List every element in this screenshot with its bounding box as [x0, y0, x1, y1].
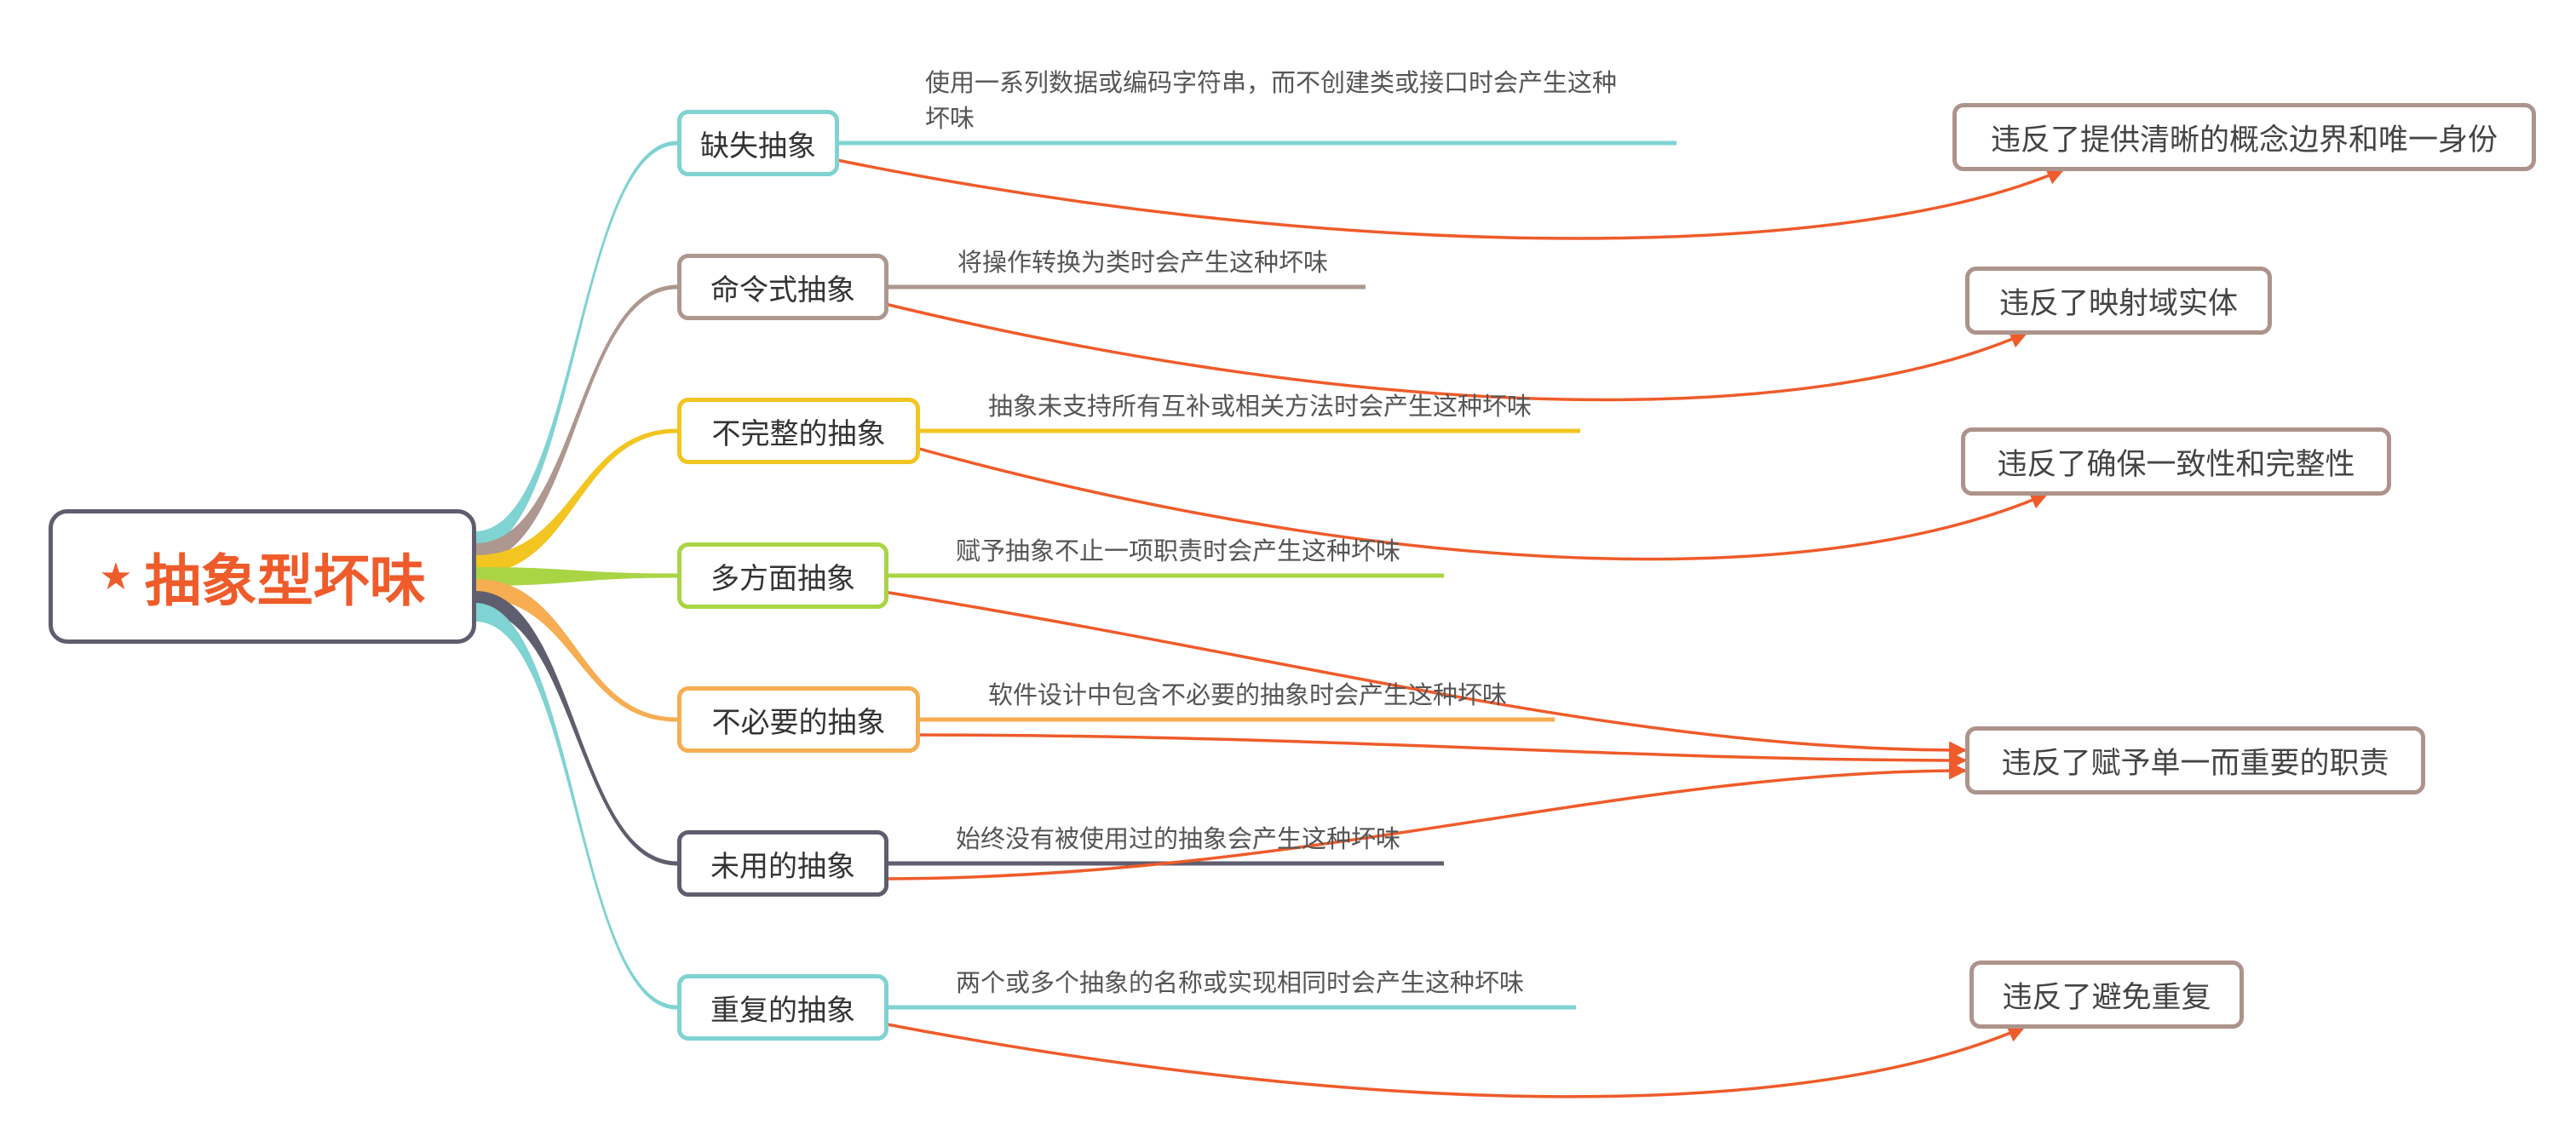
branch-3-label: 不完整的抽象 — [711, 416, 886, 451]
branch-7-description: 两个或多个抽象的名称或实现相同时会产生这种坏味 — [956, 965, 1524, 1001]
violation-3-node[interactable]: 违反了确保一致性和完整性 — [1961, 427, 2391, 496]
branch-2-description: 将操作转换为类时会产生这种坏味 — [957, 244, 1328, 280]
branch-5-label: 不必要的抽象 — [711, 705, 886, 740]
branch-4-description: 赋予抽象不止一项职责时会产生这种坏味 — [956, 533, 1400, 569]
branch-7-connector — [475, 603, 677, 1010]
relation-arrow — [828, 157, 2066, 240]
branch-4-description-line: 赋予抽象不止一项职责时会产生这种坏味 — [956, 536, 1401, 565]
relation-arrow — [877, 1021, 2027, 1098]
branch-7-description-line: 两个或多个抽象的名称或实现相同时会产生这种坏味 — [956, 968, 1525, 997]
violation-1-node[interactable]: 违反了提供清晰的概念边界和唯一身份 — [1952, 103, 2536, 171]
branch-7-label: 重复的抽象 — [710, 993, 855, 1028]
branch-5-description: 软件设计中包含不必要的抽象时会产生这种坏味 — [988, 677, 1507, 713]
violation-2-node[interactable]: 违反了映射域实体 — [1965, 267, 2272, 335]
branch-5-connector — [475, 579, 677, 722]
branch-1-description-line: 坏味 — [925, 104, 975, 133]
star-icon: ★ — [99, 554, 133, 599]
relation-arrow — [909, 444, 2049, 561]
branch-1-description: 使用一系列数据或编码字符串，而不创建类或接口时会产生这种坏味 — [925, 65, 1617, 136]
relation-arrow — [877, 301, 2028, 402]
branch-1-connector — [475, 141, 677, 550]
violation-4-node[interactable]: 违反了赋予单一而重要的职责 — [1965, 726, 2425, 794]
violation-2-label: 违反了映射域实体 — [1998, 286, 2238, 321]
violation-1-label: 违反了提供清晰的概念边界和唯一身份 — [1990, 123, 2498, 158]
branch-6-node[interactable]: 未用的抽象 — [677, 830, 888, 897]
branch-2-node[interactable]: 命令式抽象 — [677, 254, 888, 320]
branch-2-description-line: 将操作转换为类时会产生这种坏味 — [957, 248, 1329, 277]
branch-3-description: 抽象未支持所有互补或相关方法时会产生这种坏味 — [988, 388, 1532, 424]
branch-4-connector — [475, 567, 677, 586]
branch-7-node[interactable]: 重复的抽象 — [677, 974, 888, 1041]
branch-curve-group — [475, 141, 677, 1010]
relation-arrow — [909, 733, 1968, 770]
root-topic[interactable]: ★ 抽象型坏味 — [49, 509, 476, 644]
branch-3-connector — [475, 428, 677, 574]
branch-6-connector — [475, 591, 677, 866]
branch-2-connector — [475, 284, 677, 562]
branch-5-description-line: 软件设计中包含不必要的抽象时会产生这种坏味 — [988, 680, 1508, 709]
branch-3-node[interactable]: 不完整的抽象 — [677, 398, 920, 464]
branch-6-description: 始终没有被使用过的抽象会产生这种坏味 — [956, 821, 1400, 857]
violation-5-label: 违反了避免重复 — [2002, 980, 2211, 1015]
branch-2-label: 命令式抽象 — [710, 272, 855, 307]
violation-4-label: 违反了赋予单一而重要的职责 — [2001, 746, 2389, 781]
branch-5-node[interactable]: 不必要的抽象 — [677, 686, 920, 753]
violation-arrow-group — [828, 157, 2066, 1098]
branch-1-label: 缺失抽象 — [700, 129, 816, 163]
branch-6-label: 未用的抽象 — [710, 849, 855, 884]
violation-3-label: 违反了确保一致性和完整性 — [1997, 447, 2355, 482]
relation-arrow — [877, 761, 1968, 880]
violation-5-node[interactable]: 违反了避免重复 — [1969, 961, 2244, 1029]
root-title: 抽象型坏味 — [144, 548, 426, 614]
relation-arrow — [877, 589, 1968, 760]
branch-6-description-line: 始终没有被使用过的抽象会产生这种坏味 — [956, 824, 1401, 853]
branch-4-label: 多方面抽象 — [710, 561, 855, 596]
branch-4-node[interactable]: 多方面抽象 — [677, 542, 888, 609]
branch-1-node[interactable]: 缺失抽象 — [677, 110, 839, 176]
branch-1-description-line: 使用一系列数据或编码字符串，而不创建类或接口时会产生这种 — [925, 68, 1618, 97]
branch-3-description-line: 抽象未支持所有互补或相关方法时会产生这种坏味 — [988, 392, 1532, 421]
